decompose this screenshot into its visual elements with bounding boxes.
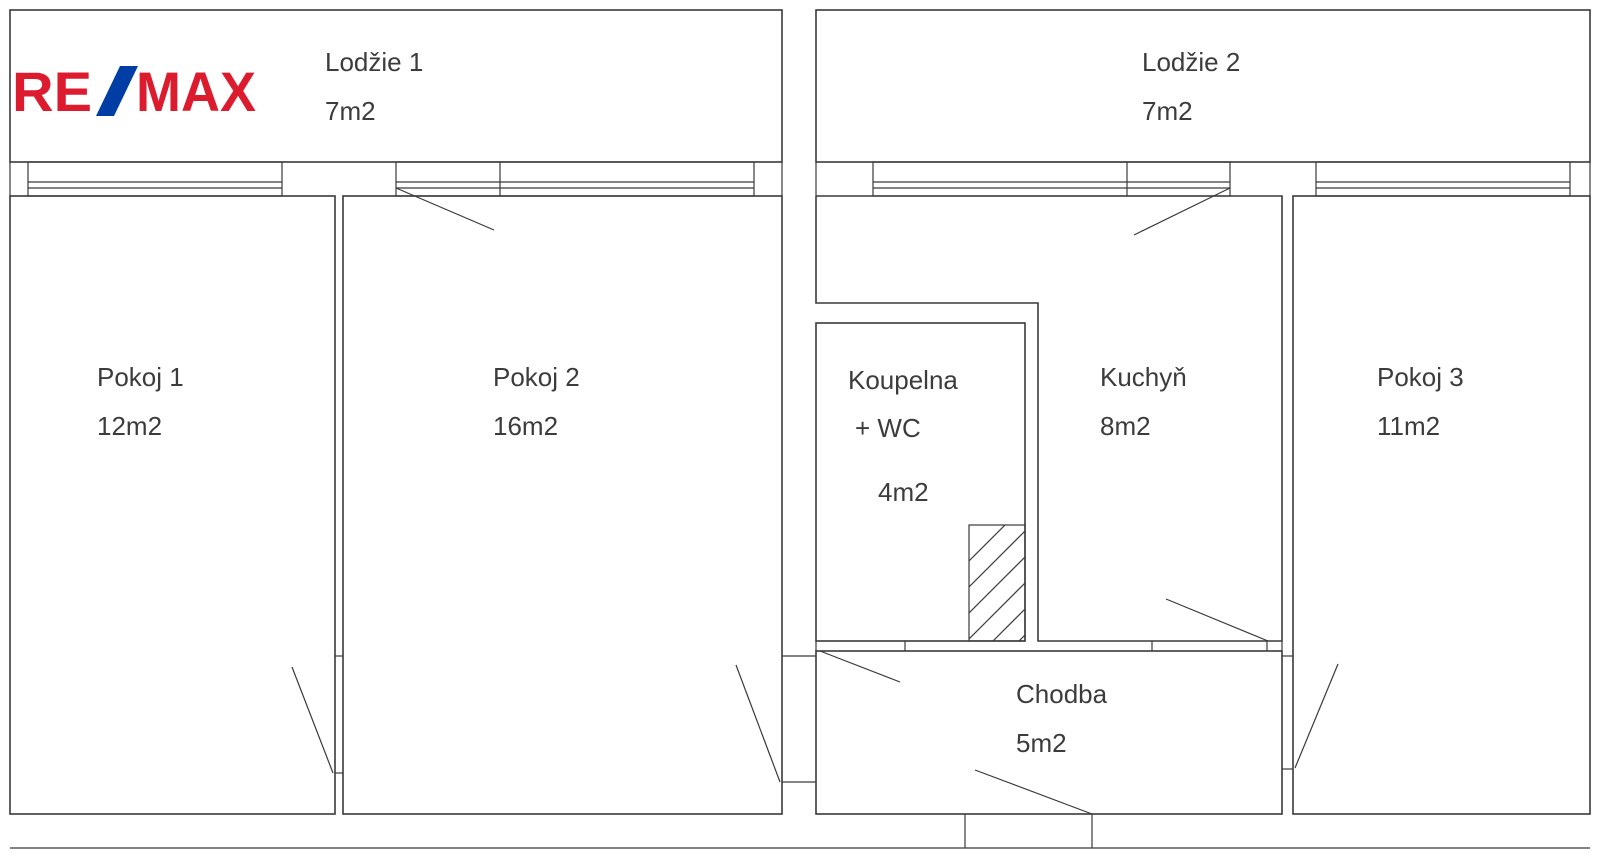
- label-koupelna-name-line2: + WC: [855, 413, 921, 443]
- room-pokoj-1-outline: [9, 195, 336, 815]
- svg-text:MAX: MAX: [136, 64, 256, 118]
- room-pokoj-3-outline: [1292, 195, 1591, 815]
- room-koupelna-outline: [815, 322, 1026, 642]
- installation-shaft: [968, 524, 1026, 642]
- chodba-partitions: [815, 641, 1283, 651]
- label-chodba-name: Chodba: [1016, 679, 1108, 709]
- label-kuchyn-area: 8m2: [1100, 411, 1151, 441]
- room-kuchyn-outline: [815, 195, 1283, 642]
- room-lodzie-2-outline: [815, 9, 1591, 163]
- label-lodzie-1-name: Lodžie 1: [325, 47, 424, 77]
- label-pokoj-2-name: Pokoj 2: [493, 362, 580, 392]
- entrance: [964, 814, 1093, 848]
- remax-logo: RE MAX: [12, 64, 256, 118]
- room-chodba-outline: [815, 650, 1283, 815]
- door-swings: [291, 187, 1339, 815]
- label-lodzie-2-area: 7m2: [1142, 96, 1193, 126]
- label-koupelna-area: 4m2: [878, 477, 929, 507]
- svg-text:RE: RE: [12, 64, 92, 118]
- room-pokoj-2-outline: [342, 195, 783, 815]
- label-pokoj-1-area: 12m2: [97, 411, 163, 441]
- door-frames: [335, 655, 1293, 783]
- label-kuchyn-name: Kuchyň: [1100, 362, 1187, 392]
- label-pokoj-1-name: Pokoj 1: [97, 362, 184, 392]
- label-pokoj-2-area: 16m2: [493, 411, 559, 441]
- label-lodzie-2-name: Lodžie 2: [1142, 47, 1241, 77]
- window-pokoj-2: [395, 161, 755, 197]
- label-koupelna-name: Koupelna: [848, 365, 958, 395]
- window-pokoj-1: [27, 161, 283, 197]
- window-pokoj-3: [1315, 161, 1571, 197]
- label-chodba-area: 5m2: [1016, 728, 1067, 758]
- window-kuchyn: [872, 161, 1231, 197]
- label-pokoj-3-area: 11m2: [1377, 411, 1441, 441]
- label-lodzie-1-area: 7m2: [325, 96, 376, 126]
- window-strip: [9, 162, 1591, 196]
- label-pokoj-3-name: Pokoj 3: [1377, 362, 1464, 392]
